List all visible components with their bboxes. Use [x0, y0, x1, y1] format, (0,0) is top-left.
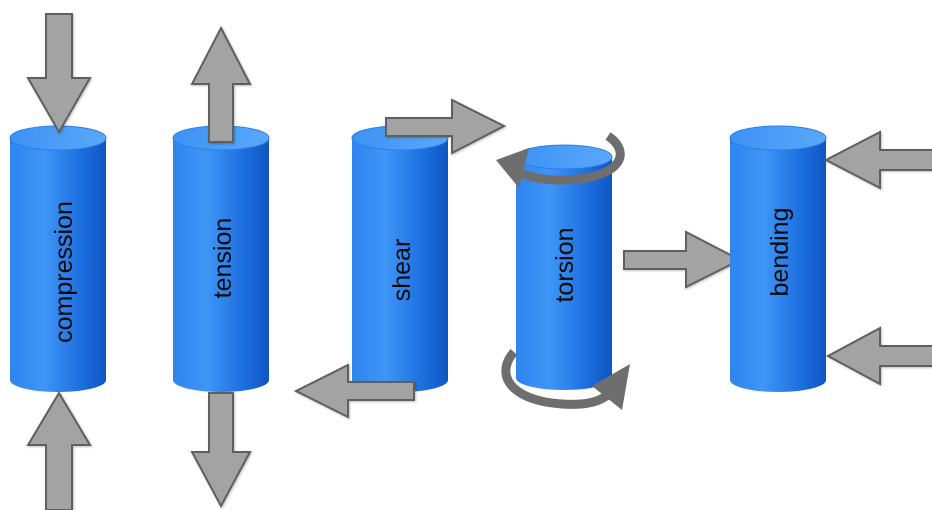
- bending-group: bending: [729, 125, 932, 392]
- compression-bottom-arrow-icon: [26, 391, 92, 510]
- torsion-bottom-rotate-icon: [501, 348, 630, 410]
- bending-center-arrow-icon: [623, 230, 743, 289]
- shear-label: shear: [388, 239, 416, 302]
- torsion-group: torsion: [496, 132, 630, 410]
- tension-top-arrow-icon: [190, 25, 252, 143]
- bending-bottom-arrow-icon: [825, 326, 932, 386]
- compression-group: compression: [9, 13, 107, 510]
- bending-label: bending: [766, 208, 794, 297]
- torsion-cylinder: torsion: [515, 144, 613, 390]
- torsion-top-rotate-icon: [496, 132, 625, 188]
- tension-bottom-arrow-icon: [190, 392, 252, 509]
- tension-cylinder: tension: [172, 125, 270, 392]
- bending-top-arrow-icon: [823, 130, 932, 190]
- compression-cylinder: compression: [9, 125, 107, 392]
- shear-bottom-arrow-icon: [293, 363, 415, 419]
- shear-cylinder: shear: [351, 125, 449, 392]
- shear-group: shear: [293, 98, 507, 419]
- tension-group: tension: [172, 25, 270, 509]
- compression-label: compression: [50, 201, 78, 343]
- torsion-label: torsion: [551, 227, 579, 302]
- bending-cylinder: bending: [729, 125, 827, 392]
- shear-top-arrow-icon: [385, 98, 507, 155]
- compression-top-arrow-icon: [26, 13, 92, 135]
- tension-label: tension: [209, 218, 237, 299]
